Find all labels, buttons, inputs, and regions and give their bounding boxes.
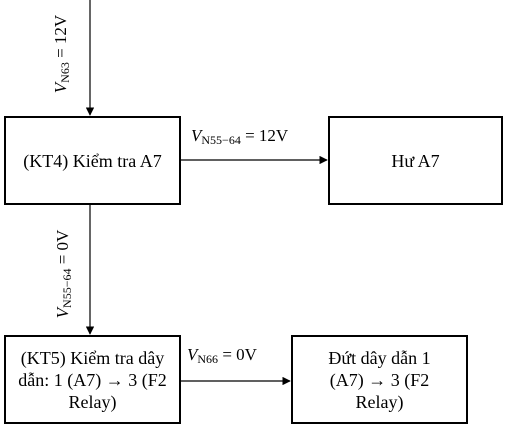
a7-fault-label: Hư A7 [391,150,440,171]
kt5-label: (KT5) Kiểm tra dây dẫn: 1 (A7) → 3 (F2 R… [18,347,167,412]
kt4-label: (KT4) Kiểm tra A7 [23,150,162,171]
label-kt4-to-kt5-voltage: VN55−64 = 0V [53,229,74,319]
kt4-check-a7-box: (KT4) Kiểm tra A7 [4,116,181,205]
a7-fault-box: Hư A7 [328,116,503,205]
label-top-voltage: VN63 = 12V [51,14,72,94]
label-kt5-to-wire-voltage: VN66 = 0V [187,345,257,366]
label-kt4-to-a7-voltage: VN55−64 = 12V [191,126,289,147]
kt5-check-wire-box: (KT5) Kiểm tra dây dẫn: 1 (A7) → 3 (F2 R… [4,335,181,424]
wire-break-label: Đứt dây dẫn 1 (A7) → 3 (F2 Relay) [328,347,431,412]
wire-break-box: Đứt dây dẫn 1 (A7) → 3 (F2 Relay) [291,335,468,424]
